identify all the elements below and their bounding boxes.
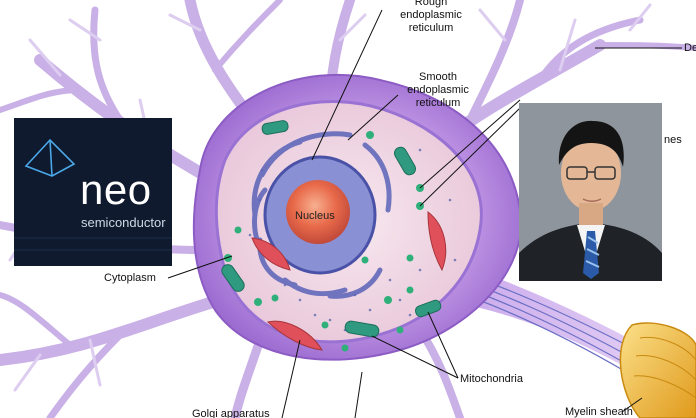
label-nucleus: Nucleus [295,210,335,222]
portrait-photo [519,103,662,281]
logo-subtitle: semiconductor [81,215,166,230]
label-mitochondria: Mitochondria [460,373,523,385]
myelin-sheath [619,322,696,418]
endoplasmic-reticulum [251,131,392,299]
label-dendrite: De [684,42,696,54]
label-smooth-er: Smooth endoplasmic reticulum [407,71,469,109]
label-cytoplasm: Cytoplasm [104,272,156,284]
golgi-apparatus [251,210,447,351]
label-golgi-apparatus: Golgi apparatus [192,408,270,418]
label-dendritic-spines: nes [664,134,682,146]
vesicles [224,131,424,352]
neo-semiconductor-logo: neo semiconductor [14,118,172,266]
logo-wordmark: neo [80,166,152,213]
nucleolus [286,180,350,244]
label-myelin-sheath: Myelin sheath [565,406,633,418]
label-leader-lines [167,9,682,418]
person-silhouette [519,103,662,281]
mitochondria-group [221,120,442,338]
logo-pyramid-icon [14,138,172,251]
label-rough-er: Rough endoplasmic reticulum [400,0,462,34]
